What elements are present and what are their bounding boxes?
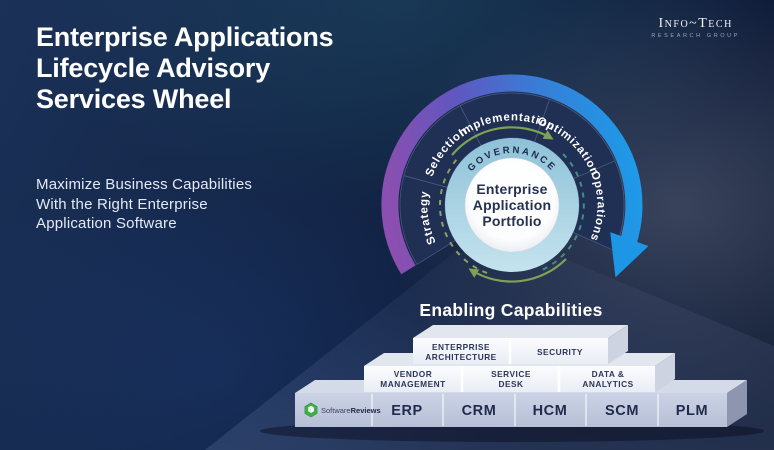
subtitle-line-3: Application Software	[36, 215, 177, 232]
hub-line-1: Enterprise	[476, 181, 547, 197]
title-line-3: Services Wheel	[36, 84, 232, 114]
top-top-face	[413, 325, 628, 338]
platform-hcm: HCM	[533, 403, 568, 419]
infotech-logo-subname: RESEARCH GROUP	[651, 33, 740, 39]
dashed-guide-left	[439, 158, 488, 274]
platform-front-face	[295, 393, 727, 427]
subtitle-line-2: With the Right Enterprise	[36, 195, 208, 213]
hub-line-3: Portfolio	[482, 213, 541, 229]
top-side-face	[608, 325, 628, 364]
softwarereviews-logo: SoftwareReviews	[304, 402, 381, 418]
top-tier: ENTERPRISE ARCHITECTURE SECURITY	[413, 325, 628, 364]
platform-erp: ERP	[391, 403, 423, 419]
cap-vendor-mgmt-line-2: MANAGEMENT	[380, 379, 445, 389]
cap-enterprise-arch-line-2: ARCHITECTURE	[425, 352, 496, 362]
cap-service-desk-line-1: SERVICE	[491, 369, 531, 379]
subtitle-line-1: Maximize Business Capabilities	[36, 176, 253, 193]
middle-front-face	[364, 366, 655, 392]
page-title: Enterprise Applications Lifecycle Adviso…	[36, 22, 334, 115]
wheel-hub	[464, 157, 560, 253]
cube-right	[311, 407, 314, 413]
platform-crm: CRM	[462, 403, 497, 419]
page-subtitle: Maximize Business Capabilities With the …	[36, 175, 252, 234]
cycle-arrow-top	[451, 126, 554, 156]
cap-data-analytics-line-1: DATA &	[592, 369, 625, 379]
softwarereviews-wordmark: SoftwareReviews	[321, 406, 381, 415]
infotech-logo: Info~Tech RESEARCH GROUP	[651, 16, 740, 39]
softwarereviews-word-regular: Software	[321, 406, 351, 415]
services-wheel: GOVERNANCE Enterprise Application Portfo…	[381, 74, 649, 283]
cap-data-analytics-line-2: ANALYTICS	[582, 379, 633, 389]
cycle-arrow-bottom	[468, 258, 567, 283]
cube-left	[308, 407, 311, 413]
infotech-logo-name: Info~Tech	[658, 16, 733, 31]
cap-enterprise-arch-line-1: ENTERPRISE	[432, 342, 490, 352]
cap-service-desk-line-2: DESK	[498, 379, 523, 389]
platform-plm: PLM	[676, 403, 708, 419]
governance-ring	[445, 138, 579, 272]
capabilities-stack: SoftwareReviews ERP CRM HCM SCM PLM VEND…	[260, 325, 764, 442]
title-line-2: Lifecycle Advisory	[36, 53, 271, 83]
capabilities-heading: Enabling Capabilities	[419, 300, 602, 320]
softwarereviews-word-bold: Reviews	[351, 406, 381, 415]
cap-vendor-mgmt-line-1: VENDOR	[394, 369, 433, 379]
middle-side-face	[655, 353, 675, 392]
title-line-1: Enterprise Applications	[36, 22, 334, 52]
dashed-guide-right	[541, 153, 585, 271]
cap-security: SECURITY	[537, 347, 583, 357]
platform-scm: SCM	[605, 403, 639, 419]
platform-dividers	[371, 394, 659, 426]
platform-side-face	[727, 380, 747, 427]
lifecycle-arc-arrow	[381, 74, 649, 278]
middle-dividers	[460, 366, 561, 392]
hub-line-2: Application	[473, 197, 551, 213]
